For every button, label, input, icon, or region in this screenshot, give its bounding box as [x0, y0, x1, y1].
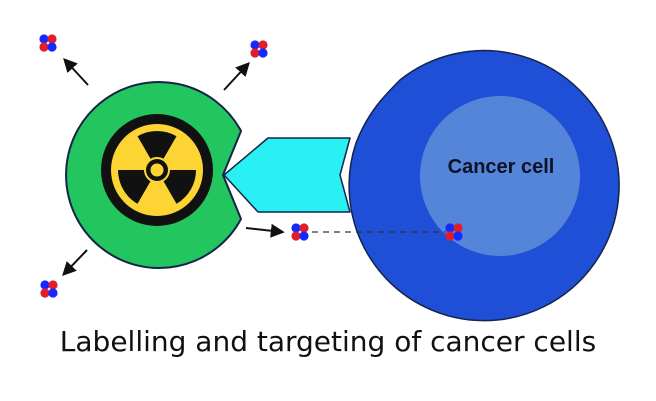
- emission-arrow: [245, 223, 285, 238]
- antibody-connector: [223, 137, 351, 213]
- cancer-cell-nucleus: [420, 96, 580, 256]
- emission-arrow: [62, 249, 88, 277]
- radioactive-particle-icon: [250, 40, 268, 58]
- radiation-icon: [101, 114, 213, 226]
- emission-arrow: [63, 57, 89, 86]
- cancer-cell-label: Cancer cell: [448, 156, 555, 178]
- radioactive-particle-icon: [40, 280, 58, 298]
- diagram-caption: Labelling and targeting of cancer cells: [59, 325, 597, 358]
- radioactive-particle-icon: [39, 34, 57, 52]
- emission-arrow: [223, 61, 250, 91]
- radioactive-particle-icon: [291, 223, 309, 241]
